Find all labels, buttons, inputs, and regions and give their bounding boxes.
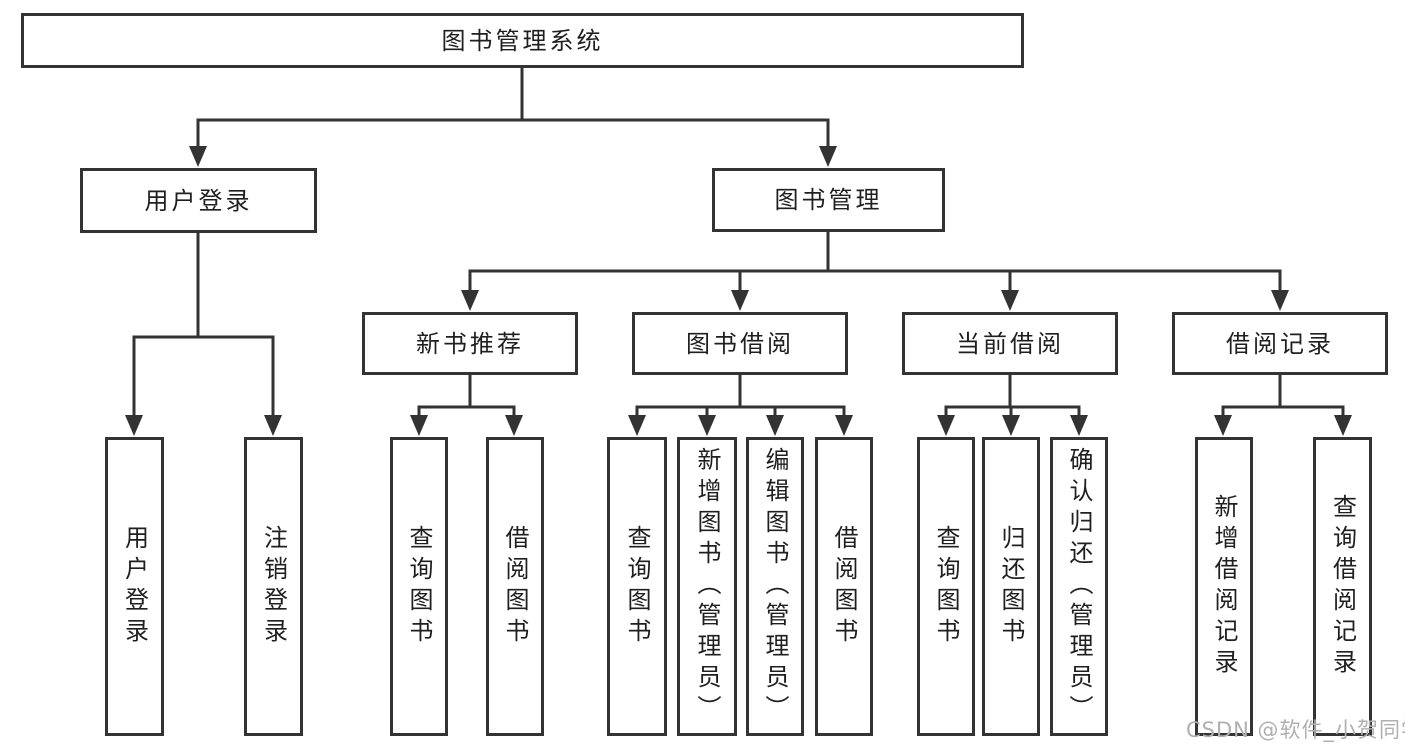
leaf-add-borrow-record: 新增借阅记录 [1195,437,1253,736]
node-book-management: 图书管理 [712,168,945,232]
leaf-borrow-book-1-label: 借阅图书 [501,524,529,649]
leaf-query-book-3-label: 查询图书 [932,524,960,649]
node-current-borrowing: 当前借阅 [902,312,1118,375]
leaf-query-borrow-record: 查询借阅记录 [1313,437,1372,736]
leaf-user-login: 用户登录 [105,437,164,736]
leaf-borrow-book-2: 借阅图书 [815,437,873,736]
leaf-return-book-label: 归还图书 [997,524,1025,649]
leaf-add-book-admin-label: 新增图书（管理员） [693,447,721,726]
leaf-edit-book-admin: 编辑图书（管理员） [746,437,804,736]
node-new-book-recommend-label: 新书推荐 [416,329,524,358]
node-user-login-label: 用户登录 [144,186,253,215]
node-borrowing-records: 借阅记录 [1172,312,1388,375]
leaf-query-book-1: 查询图书 [390,437,448,736]
leaf-confirm-return-admin-label: 确认归还（管理员） [1065,447,1093,726]
leaf-query-book-2: 查询图书 [607,437,667,736]
node-user-login: 用户登录 [80,168,317,233]
leaf-add-book-admin: 新增图书（管理员） [677,437,737,736]
edges-user-login [125,231,282,436]
edges-new-book-rec [410,373,523,436]
edges-borrow-records [1214,373,1352,436]
leaf-user-login-label: 用户登录 [120,524,149,649]
node-root: 图书管理系统 [21,13,1024,68]
edges-book-mgmt [461,230,1289,311]
node-current-borrowing-label: 当前借阅 [956,329,1064,358]
leaf-query-book-1-label: 查询图书 [405,524,433,649]
node-book-borrowing-label: 图书借阅 [686,329,794,358]
leaf-query-borrow-record-label: 查询借阅记录 [1328,493,1357,680]
leaf-query-book-2-label: 查询图书 [623,524,651,649]
leaf-query-book-3: 查询图书 [917,437,975,736]
csdn-watermark: CSDN @软件_小贺同学 [1186,718,1405,742]
leaf-add-borrow-record-label: 新增借阅记录 [1210,493,1238,680]
leaf-return-book: 归还图书 [982,437,1040,736]
leaf-logout: 注销登录 [244,437,303,736]
node-book-borrowing: 图书借阅 [632,312,848,375]
node-borrowing-records-label: 借阅记录 [1226,329,1334,358]
edges-root [189,66,837,167]
node-root-label: 图书管理系统 [441,26,604,55]
leaf-edit-book-admin-label: 编辑图书（管理员） [761,447,789,726]
leaf-confirm-return-admin: 确认归还（管理员） [1050,437,1108,736]
node-new-book-recommend: 新书推荐 [362,312,578,375]
leaf-borrow-book-1: 借阅图书 [486,437,544,736]
node-book-management-label: 图书管理 [774,186,883,214]
leaf-logout-label: 注销登录 [259,524,288,649]
edges-book-borrow [628,373,853,436]
edges-current-borrow [937,373,1088,436]
leaf-borrow-book-2-label: 借阅图书 [830,524,858,649]
